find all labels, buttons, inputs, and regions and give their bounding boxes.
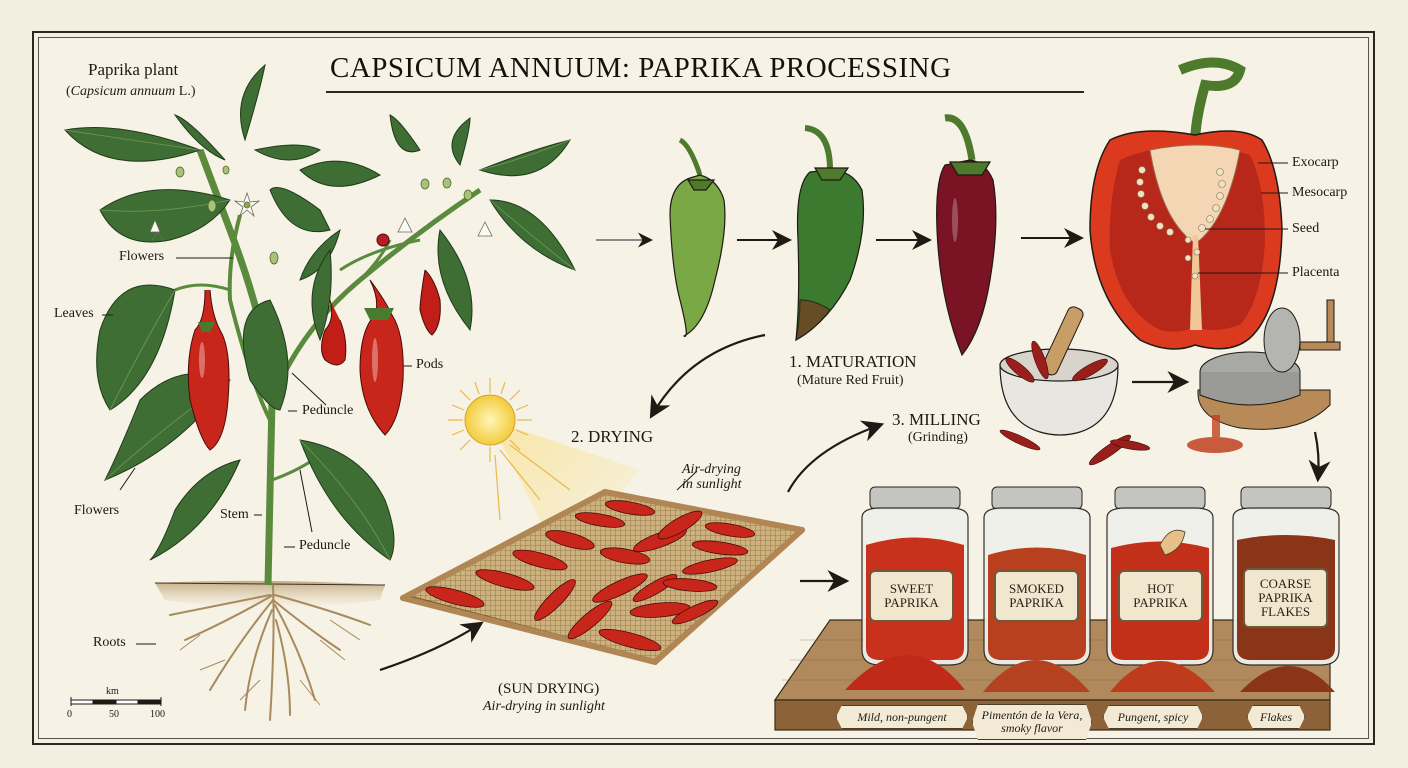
mortar-and-pestle <box>999 306 1151 466</box>
label-mesocarp: Mesocarp <box>1292 185 1348 200</box>
plant-title: Paprika plant <box>88 60 179 79</box>
flow-arrows <box>379 333 1331 672</box>
sun-drying-title: (SUN DRYING) <box>498 681 600 697</box>
page-title: CAPSICUM ANNUUM: PAPRIKA PROCESSING <box>330 52 952 84</box>
label-seed: Seed <box>1292 221 1320 236</box>
tag-text: Pimentón de la Vera, <box>981 708 1083 722</box>
step-milling-subtitle: (Grinding) <box>908 430 968 445</box>
jar-label-line: SMOKED <box>1009 581 1064 596</box>
jar-label-line: PAPRIKA <box>1258 590 1313 605</box>
jar-label-line: COARSE <box>1259 576 1312 591</box>
plant-leader-lines <box>102 257 412 645</box>
jar-label-line: HOT <box>1147 581 1174 596</box>
drying-annotation-line1: Air-drying <box>682 462 741 477</box>
drying-annotation-line2: in sunlight <box>682 477 742 492</box>
scale-unit: km <box>106 686 119 697</box>
label-pods: Pods <box>416 357 444 372</box>
step-milling-title: 3. MILLING <box>892 410 981 429</box>
tag-flakes: Flakes <box>1247 705 1305 729</box>
tag-smoked: Pimentón de la Vera,smoky flavor <box>972 704 1092 740</box>
tag-text: Pungent, spicy <box>1117 709 1189 724</box>
jar-label-line: FLAKES <box>1260 604 1311 619</box>
scale-tick-100: 100 <box>150 709 165 720</box>
label-leaves: Leaves <box>54 306 94 321</box>
tag-text: Flakes <box>1260 709 1292 724</box>
scale-tick-0: 0 <box>67 709 72 720</box>
label-flowers-lower: Flowers <box>74 503 120 518</box>
title-underline <box>326 91 1084 93</box>
step-maturation-subtitle: (Mature Red Fruit) <box>797 373 904 388</box>
label-roots: Roots <box>93 635 126 650</box>
plant-scientific-name: (Capsicum annuum L.) <box>66 84 196 100</box>
label-peduncle-upper: Peduncle <box>302 403 354 418</box>
tag-text: smoky flavor <box>1001 721 1063 735</box>
label-stem: Stem <box>220 507 249 522</box>
paprika-plant <box>64 63 577 721</box>
stone-mill <box>1187 299 1341 453</box>
scale-bar-graphic <box>70 697 162 706</box>
maturation-peppers <box>596 114 1084 357</box>
sci-suffix: L.) <box>175 84 196 99</box>
tag-hot: Pungent, spicy <box>1103 705 1203 729</box>
jar-label-line: SWEET <box>889 581 934 596</box>
drying-rack <box>400 489 805 665</box>
sci-name: Capsicum annuum <box>70 84 176 99</box>
scale-tick-50: 50 <box>109 709 119 720</box>
jar-label-line: PAPRIKA <box>884 595 939 610</box>
label-flowers-top: Flowers <box>119 249 165 264</box>
label-peduncle-lower: Peduncle <box>299 538 351 553</box>
outer-border <box>32 31 1375 745</box>
pepper-cross-section <box>1089 57 1288 350</box>
label-placenta: Placenta <box>1292 265 1340 280</box>
sun-icon <box>448 378 640 560</box>
tag-text: Mild, non-pungent <box>857 709 947 724</box>
jar-label-line: PAPRIKA <box>1133 595 1188 610</box>
tag-sweet: Mild, non-pungent <box>836 705 968 729</box>
sun-drying-subtitle: Air-drying in sunlight <box>483 699 605 714</box>
sci-prefix: ( <box>66 84 71 99</box>
jar-label-line: PAPRIKA <box>1009 595 1064 610</box>
step-drying-title: 2. DRYING <box>571 427 654 446</box>
step-maturation-title: 1. MATURATION <box>789 352 917 371</box>
label-exocarp: Exocarp <box>1292 155 1339 170</box>
